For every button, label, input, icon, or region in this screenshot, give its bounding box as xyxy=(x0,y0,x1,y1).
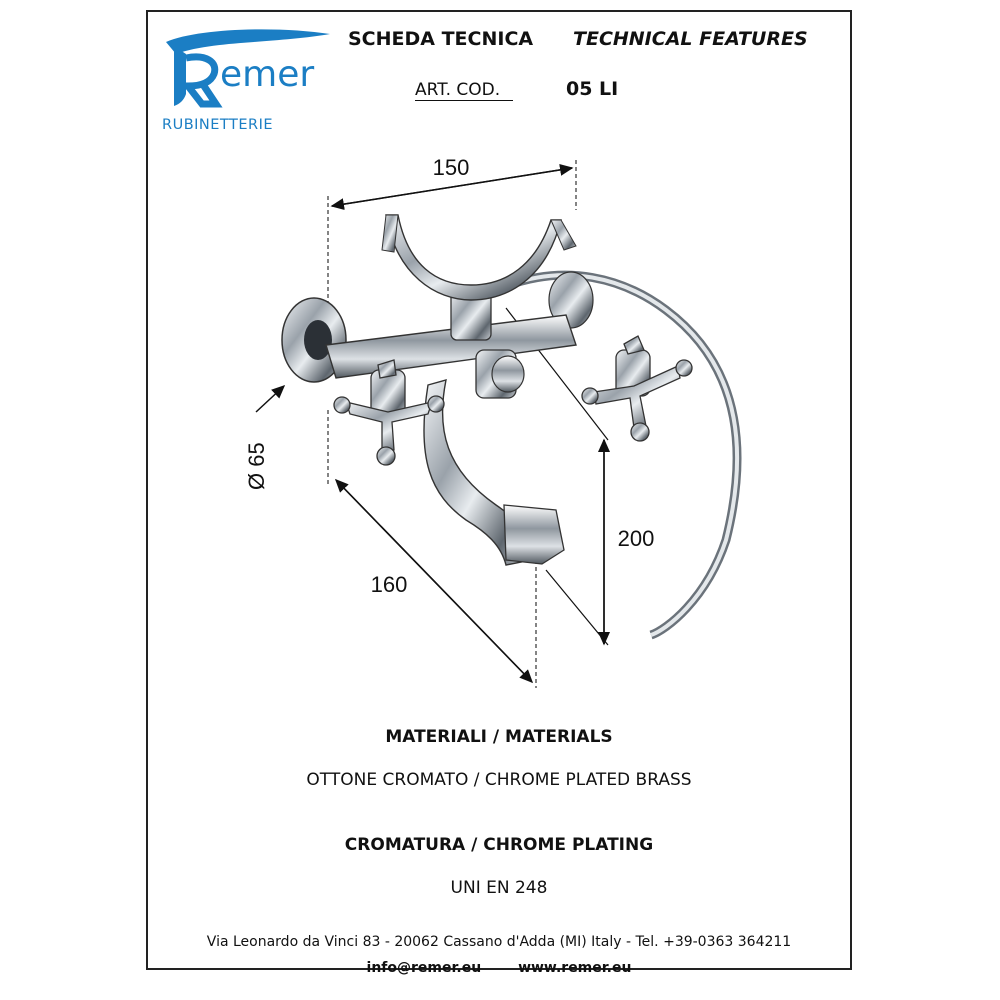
contact-line: info@remer.eu www.remer.eu xyxy=(146,960,852,976)
dimension-width xyxy=(330,163,574,211)
plating-value: UNI EN 248 xyxy=(450,878,548,898)
plating-title: CROMATURA / CHROME PLATING xyxy=(344,835,654,855)
extension-lines xyxy=(327,160,577,688)
logo-text: emer xyxy=(220,54,314,95)
dimension-diameter xyxy=(255,384,286,413)
materials-title: MATERIALI / MATERIALS xyxy=(385,727,613,747)
email-link[interactable]: info@remer.eu xyxy=(366,960,482,976)
article-code-value: 05 LI xyxy=(566,78,619,100)
cross-handle-right xyxy=(581,335,693,442)
dimension-depth xyxy=(334,478,534,684)
shower-holder xyxy=(385,214,562,301)
website-link[interactable]: www.remer.eu xyxy=(518,960,632,976)
dimension-diameter-label: Ø 65 xyxy=(244,442,269,490)
title-italian: SCHEDA TECNICA xyxy=(348,28,534,50)
technical-sheet-frame xyxy=(146,10,852,970)
faucet-technical-drawing: 150 160 200 Ø 65 xyxy=(244,155,742,688)
dimension-height xyxy=(505,307,610,646)
title-english: TECHNICAL FEATURES xyxy=(573,28,808,50)
diverter-knob xyxy=(475,349,525,399)
materials-value: OTTONE CROMATO / CHROME PLATED BRASS xyxy=(306,770,692,790)
remer-logo: emer xyxy=(166,29,330,108)
dimension-width-label: 150 xyxy=(433,155,470,180)
spout-outlet xyxy=(503,504,565,565)
dimension-height-label: 200 xyxy=(618,526,655,551)
cross-handle-left xyxy=(333,359,445,466)
logo-subtitle: RUBINETTERIE xyxy=(162,117,274,133)
dimension-depth-label: 160 xyxy=(371,572,408,597)
company-address: Via Leonardo da Vinci 83 - 20062 Cassano… xyxy=(206,934,792,950)
article-code-label: ART. COD. xyxy=(415,80,513,101)
